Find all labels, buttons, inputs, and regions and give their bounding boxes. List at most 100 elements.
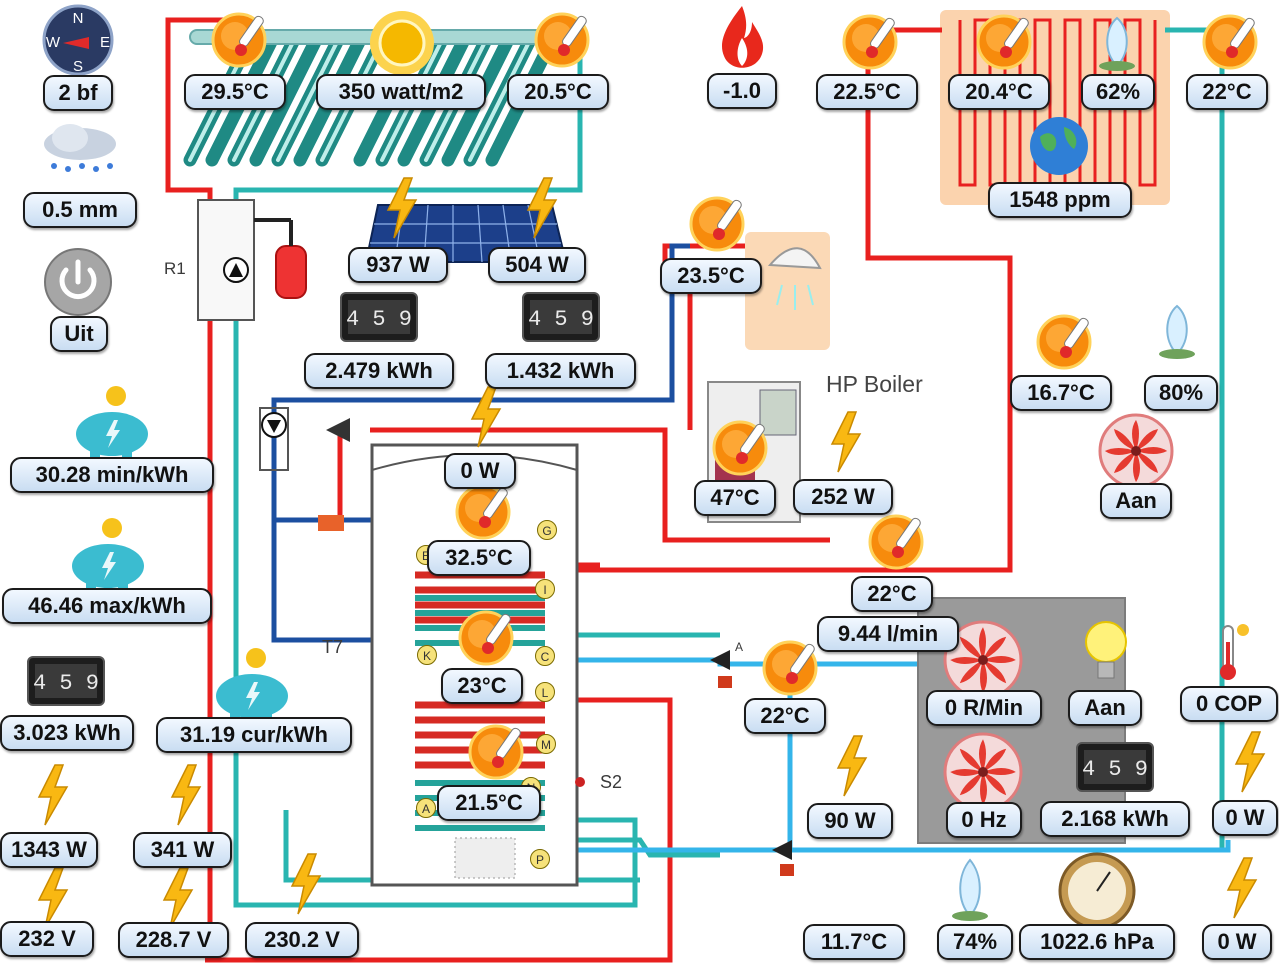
port-marker: A	[416, 798, 436, 818]
sun-irradiance-icon	[370, 11, 434, 75]
cop-thermometer-icon	[1220, 624, 1249, 680]
room-temp-2-label: 20.4°C	[948, 74, 1050, 110]
room-humidity-label: 62%	[1081, 74, 1155, 110]
meter-digits: 4 5 9	[33, 671, 99, 696]
sun-thermometer-icon	[712, 420, 768, 476]
irradiance-label: 350 watt/m2	[316, 74, 486, 110]
energy-meter-icon: 4 5 9	[340, 292, 418, 342]
hp-fan-speed-label: 0 R/Min	[926, 690, 1042, 726]
bolt-icon	[386, 177, 418, 239]
port-marker: C	[535, 646, 555, 666]
energy-meter-icon: 4 5 9	[1076, 742, 1154, 792]
hp-cop-label: 0 COP	[1180, 686, 1278, 722]
grid-power-l1-label: 1343 W	[0, 832, 98, 868]
sun-thermometer-icon	[976, 14, 1032, 70]
bolt-icon	[162, 867, 194, 929]
co2-globe-icon	[1030, 117, 1088, 175]
meter-digits: 4 5 9	[1082, 757, 1148, 782]
hp-boiler-title: HP Boiler	[826, 371, 923, 397]
port-marker: G	[537, 520, 557, 540]
pump-module-r1	[197, 199, 307, 321]
co2-label: 1548 ppm	[988, 182, 1132, 218]
bolt-icon	[37, 867, 69, 929]
sun-thermometer-icon	[211, 12, 267, 68]
pressure-label: 1022.6 hPa	[1019, 924, 1175, 960]
sun-thermometer-icon	[1202, 14, 1258, 70]
collector-temp-right-label: 20.5°C	[507, 74, 609, 110]
grid-energy-label: 3.023 kWh	[0, 715, 134, 751]
bolt-icon	[1226, 857, 1258, 919]
compass-icon: N W E S	[42, 4, 114, 76]
piggy-cur-icon	[216, 648, 288, 722]
meter-digits: 4 5 9	[528, 307, 594, 332]
hp-valve-temp-label: 22°C	[744, 698, 826, 734]
pv-power-1-label: 937 W	[348, 247, 448, 283]
ground-humidity-icon	[952, 858, 988, 921]
grid-power-l2-label: 341 W	[133, 832, 232, 868]
bolt-icon	[836, 735, 868, 797]
hp-fan-icon	[943, 620, 1023, 700]
valve-label-a: A	[735, 640, 744, 654]
power-button-icon[interactable]	[38, 248, 118, 316]
port-marker: K	[417, 645, 437, 665]
hp-supply-temp-label: 22°C	[851, 576, 933, 612]
bolt-icon	[1234, 731, 1266, 793]
sun-thermometer-icon	[762, 640, 818, 696]
sun-thermometer-icon	[689, 196, 745, 252]
compass-s: S	[73, 58, 83, 75]
hp-boiler-temp-label: 47°C	[694, 480, 776, 516]
compass-e: E	[100, 34, 110, 51]
buffer-temp-mid-label: 23°C	[441, 668, 523, 704]
rainfall-label: 0.5 mm	[23, 192, 137, 228]
compass-w: W	[46, 34, 61, 51]
sensor-label-s2: S2	[600, 772, 623, 792]
hp-lamp-state-label: Aan	[1068, 690, 1142, 726]
sun-thermometer-icon	[458, 610, 514, 666]
buffer-temp-bottom-label: 21.5°C	[437, 785, 541, 821]
outdoor-temp-label: 16.7°C	[1010, 375, 1112, 411]
sun-thermometer-icon	[842, 14, 898, 70]
hp-compressor-fan-icon	[943, 732, 1023, 812]
port-marker: I	[535, 579, 555, 599]
pump-label-r1: R1	[164, 259, 186, 278]
flame-value-label: -1.0	[707, 73, 777, 109]
grid-voltage-l3-label: 230.2 V	[245, 922, 359, 958]
sensor-label-t7: T7	[322, 637, 344, 657]
room-temp-3-label: 22°C	[1186, 74, 1268, 110]
grid-voltage-l2-label: 228.7 V	[118, 922, 229, 958]
price-max-label: 46.46 max/kWh	[2, 588, 212, 624]
pv-power-2-label: 504 W	[488, 247, 586, 283]
barometer-icon	[1058, 852, 1136, 930]
hp-flow-label: 9.44 l/min	[817, 616, 959, 652]
buffer-power-label: 0 W	[444, 453, 516, 489]
pv-energy-1-label: 2.479 kWh	[304, 353, 454, 389]
port-marker: M	[536, 734, 556, 754]
room-temp-1-label: 22.5°C	[816, 74, 918, 110]
shower-temp-label: 23.5°C	[660, 258, 762, 294]
energy-meter-icon: 4 5 9	[27, 656, 105, 706]
buffer-temp-top-label: 32.5°C	[427, 540, 531, 576]
sun-thermometer-icon	[534, 12, 590, 68]
power-switch-label: Uit	[50, 316, 108, 352]
grid-voltage-l1-label: 232 V	[0, 921, 94, 957]
outdoor-humidity-icon	[1159, 304, 1195, 359]
bolt-icon	[290, 853, 322, 915]
sun-thermometer-icon	[468, 724, 524, 780]
wind-speed-label: 2 bf	[43, 75, 113, 111]
port-marker: L	[535, 682, 555, 702]
hp-boiler-power-label: 252 W	[793, 479, 893, 515]
collector-temp-left-label: 29.5°C	[184, 74, 286, 110]
price-cur-label: 31.19 cur/kWh	[156, 717, 352, 753]
hp-pump-power-label: 90 W	[807, 803, 893, 839]
bolt-icon	[170, 764, 202, 826]
meter-digits: 4 5 9	[346, 307, 412, 332]
outdoor-fan-state-label: Aan	[1100, 483, 1172, 519]
piggy-max-icon	[72, 518, 144, 592]
ground-temp-label: 11.7°C	[803, 924, 905, 960]
bolt-icon	[470, 386, 502, 448]
rain-cloud-icon	[44, 124, 116, 172]
sun-thermometer-icon	[1036, 314, 1092, 370]
pv-energy-2-label: 1.432 kWh	[485, 353, 636, 389]
bolt-icon	[37, 764, 69, 826]
